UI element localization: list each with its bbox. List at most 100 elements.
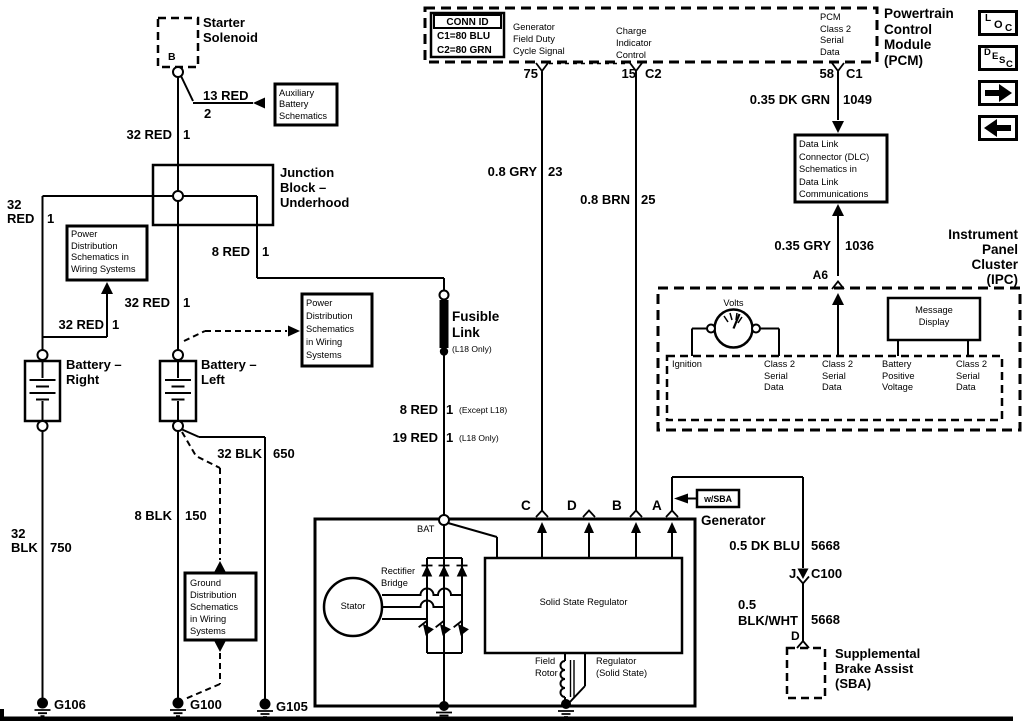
- diode: [456, 564, 468, 577]
- diode: [438, 564, 450, 577]
- dashed-ref-ground-top: [181, 431, 221, 560]
- sba-pin-d-connector: [796, 639, 810, 649]
- page-corner-mark: [0, 709, 4, 717]
- ipc-pin-class2-b: Class 2 Serial Data: [822, 359, 854, 392]
- gauge-needle: [732, 313, 741, 329]
- ssr-label: Solid State Regulator: [539, 597, 628, 607]
- left-arrow-icon: [984, 119, 1011, 137]
- aux-battery-arrow: [253, 97, 265, 109]
- wire-32red-battery-ref: [42, 294, 108, 338]
- dlc-up-arrow: [832, 204, 844, 216]
- wire-32red-left-label: 32 RED: [124, 295, 170, 310]
- pin-d: D: [791, 629, 800, 643]
- message-display-wires: [897, 340, 969, 356]
- ground-g106-label: G106: [54, 697, 86, 712]
- conn-c1: C1: [846, 66, 863, 81]
- diode: [421, 564, 433, 577]
- power-dist-b-label[interactable]: Power Distribution Schematics in Wiring …: [306, 298, 355, 360]
- aux-battery-ref-box[interactable]: [273, 82, 339, 127]
- ground-generator-bat: [436, 701, 452, 720]
- back-button[interactable]: [978, 115, 1018, 141]
- wire-8blk150-circuit: 150: [185, 508, 207, 523]
- gauge-terminal-right: [751, 323, 761, 334]
- wire-32red-sol-label: 32 RED: [126, 127, 172, 142]
- stator-phase-1: [382, 587, 462, 596]
- rectifier-bridge-label: Rectifier Bridge: [381, 566, 416, 588]
- fusible-link-symbol: [439, 300, 449, 356]
- conn-id-row-c2: C2=80 GRN: [437, 44, 492, 56]
- pin-75: 75: [523, 66, 538, 81]
- ground-generator-rotor: [558, 699, 574, 718]
- aux-battery-ref-label[interactable]: Auxiliary Battery Schematics: [279, 88, 328, 121]
- battery-right-symbol: [29, 361, 56, 421]
- starter-solenoid-box: [156, 16, 200, 69]
- terminal-a: A: [652, 498, 662, 513]
- gen-a-arrow: [667, 522, 677, 533]
- ipc-pin-ignition: Ignition: [672, 359, 702, 369]
- ipc-inner-box: [665, 354, 1004, 422]
- solenoid-b-terminal: [172, 66, 184, 78]
- next-button[interactable]: [978, 80, 1018, 106]
- ipc-pin-batt-pos: Battery Positive Voltage: [882, 359, 915, 392]
- field-rotor-coil: [559, 653, 566, 702]
- conn-c100: C100: [811, 566, 843, 581]
- stator-phase-2: [382, 599, 444, 608]
- pin-58-connector: [831, 62, 845, 73]
- ipc-title: Instrument Panel Cluster (IPC): [948, 227, 1018, 287]
- pin-75-connector: [535, 62, 549, 73]
- battery-left-symbol: [165, 361, 191, 421]
- ground-g105: [257, 698, 273, 718]
- ipc-outer-box: [656, 286, 1022, 432]
- wire-19red-note: (L18 Only): [459, 433, 499, 443]
- fusible-link-top: [438, 289, 450, 301]
- pcm-title: Powertrain Control Module (PCM): [884, 6, 954, 68]
- volts-label: Volts: [723, 298, 744, 308]
- wire-32red-right: [41, 195, 257, 350]
- terminal-d-connector: [582, 509, 596, 518]
- dlc-ref-label[interactable]: Data Link Connector (DLC) Schematics in …: [799, 139, 870, 200]
- power-dist-a-label[interactable]: Power Distribution Schematics in Wiring …: [71, 229, 136, 274]
- wire-32blk750-label: 32 BLK: [11, 526, 38, 555]
- ground-g106: [34, 697, 51, 718]
- junction-block-label: Junction Block – Underhood: [280, 165, 350, 210]
- wire-8red-jb-label: 8 RED: [211, 244, 250, 259]
- battery-right-pos: [36, 349, 49, 361]
- ground-dist-ref-box[interactable]: [183, 571, 258, 642]
- fusible-link-note: (L18 Only): [452, 344, 492, 354]
- wire-32red-right-circuit: 1: [47, 211, 55, 226]
- arrowheads: [101, 97, 844, 652]
- battery-symbols: [29, 361, 191, 421]
- ipc-pin-class2-c: Class 2 Serial Data: [956, 359, 988, 392]
- stator-label: Stator: [340, 601, 366, 611]
- power-dist-a-arrow: [101, 282, 113, 294]
- wire-32blk650-label: 32 BLK: [217, 446, 262, 461]
- wsba-label: w/SBA: [704, 494, 732, 504]
- wire-8red: [256, 196, 445, 290]
- loc-letter-o: O: [994, 19, 1003, 31]
- junction-block-node: [172, 190, 184, 202]
- gauge-ticks: [723, 312, 743, 324]
- wire-05blkwht-label: 0.5 BLK/WHT: [738, 597, 798, 628]
- wire-08brn-circuit: 25: [641, 192, 656, 207]
- battery-left-label: Battery – Left: [201, 357, 257, 387]
- solid-state-regulator-box: [483, 556, 684, 655]
- loc-button[interactable]: L O C: [978, 10, 1018, 36]
- ground-dist-label[interactable]: Ground Distribution Schematics in Wiring…: [190, 578, 239, 636]
- dlc-ref-box[interactable]: [793, 133, 889, 204]
- terminal-d: D: [567, 498, 577, 513]
- regulator-note-label: Regulator (Solid State): [596, 656, 648, 678]
- wire-8red-jb-circuit: 1: [262, 244, 270, 259]
- ground-g100: [170, 697, 186, 718]
- desc-button[interactable]: D E S C: [978, 45, 1018, 71]
- conn-id-table-box: [429, 11, 506, 59]
- wire-32blk-650: [180, 428, 266, 701]
- wire-32red-sol-circuit: 1: [183, 127, 191, 142]
- power-dist-b-ref-box[interactable]: [300, 292, 374, 368]
- gen-d-arrow: [584, 522, 594, 533]
- power-dist-a-ref-box[interactable]: [65, 224, 149, 282]
- pin-15: 15: [621, 66, 636, 81]
- bat-label: BAT: [417, 524, 435, 534]
- signal-pcm-class2: PCM Class 2 Serial Data: [820, 12, 852, 57]
- wire-19red-label: 19 RED: [392, 430, 438, 445]
- pcm-box: [423, 6, 879, 64]
